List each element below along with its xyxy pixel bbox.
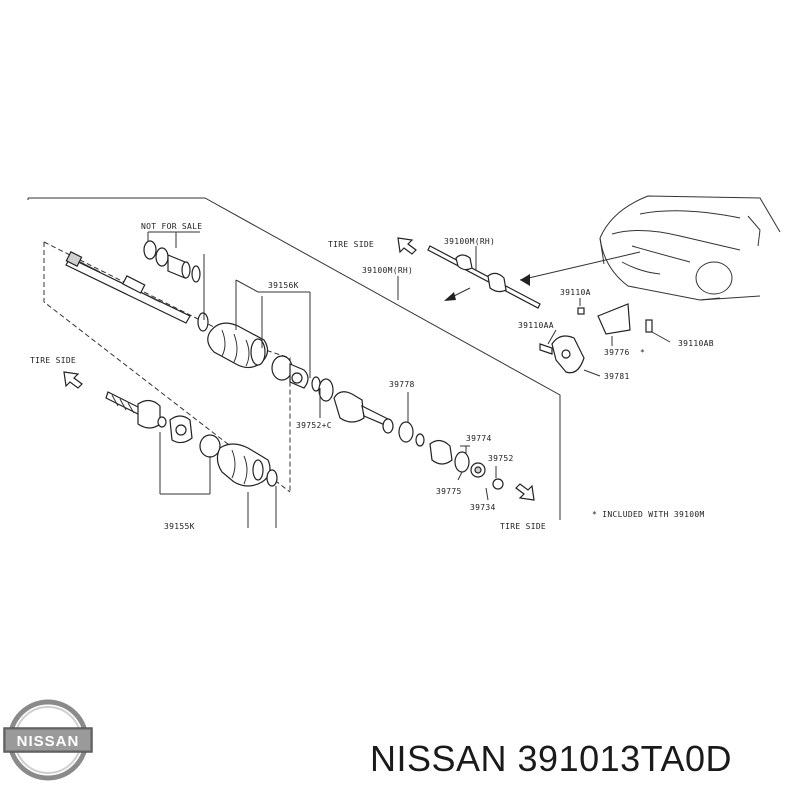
label-39775: 39775 xyxy=(436,487,462,496)
label-39100m-rh: 39100M(RH) xyxy=(362,266,413,275)
label-39156k: 39156K xyxy=(268,281,299,290)
leader-39156k xyxy=(203,254,321,418)
label-39778: 39778 xyxy=(389,380,415,389)
label-39734: 39734 xyxy=(470,503,496,512)
middle-joint-assembly xyxy=(333,391,504,490)
tire-side-arrow-top xyxy=(397,237,417,255)
tire-side-arrow-bottom xyxy=(515,483,535,501)
inner-shaft-assembly xyxy=(105,391,278,487)
knuckle-leaders xyxy=(547,298,671,377)
inner-assembly-dashed-box xyxy=(43,241,291,493)
label-tire-side-bottom: TIRE SIDE xyxy=(500,522,546,531)
leader-not-for-sale xyxy=(147,231,200,248)
nissan-logo-text: NISSAN xyxy=(17,733,80,750)
label-39110a: 39110A xyxy=(560,288,591,297)
arrow-to-car xyxy=(444,251,641,301)
label-39752-c: 39752+C xyxy=(296,421,332,430)
outer-shaft-assembly xyxy=(65,240,334,402)
label-39776-star: * xyxy=(640,348,645,357)
label-tire-side-left: TIRE SIDE xyxy=(30,356,76,365)
middle-leaders xyxy=(407,392,497,501)
label-39110ab: 39110AB xyxy=(678,339,714,348)
nissan-logo: NISSAN xyxy=(3,699,93,781)
label-39110aa: 39110AA xyxy=(518,321,554,330)
tire-side-arrow-left xyxy=(63,371,83,389)
label-not-for-sale: NOT FOR SALE xyxy=(141,222,202,231)
label-39776: 39776 xyxy=(604,348,630,357)
label-tire-side-top: TIRE SIDE xyxy=(328,240,374,249)
label-39774: 39774 xyxy=(466,434,492,443)
rh-driveshaft-small xyxy=(427,245,541,309)
diagram-frame xyxy=(27,197,561,520)
label-39752: 39752 xyxy=(488,454,514,463)
part-number-title: NISSAN 391013TA0D xyxy=(370,738,733,779)
label-39155k: 39155K xyxy=(164,522,195,531)
vehicle-illustration xyxy=(599,195,781,301)
label-included-note: * INCLUDED WITH 39100M xyxy=(592,510,705,519)
knuckle-and-brackets xyxy=(539,303,653,374)
leader-39155k xyxy=(159,432,277,528)
label-39781: 39781 xyxy=(604,372,630,381)
label-39100m-rh-top: 39100M(RH) xyxy=(444,237,495,246)
